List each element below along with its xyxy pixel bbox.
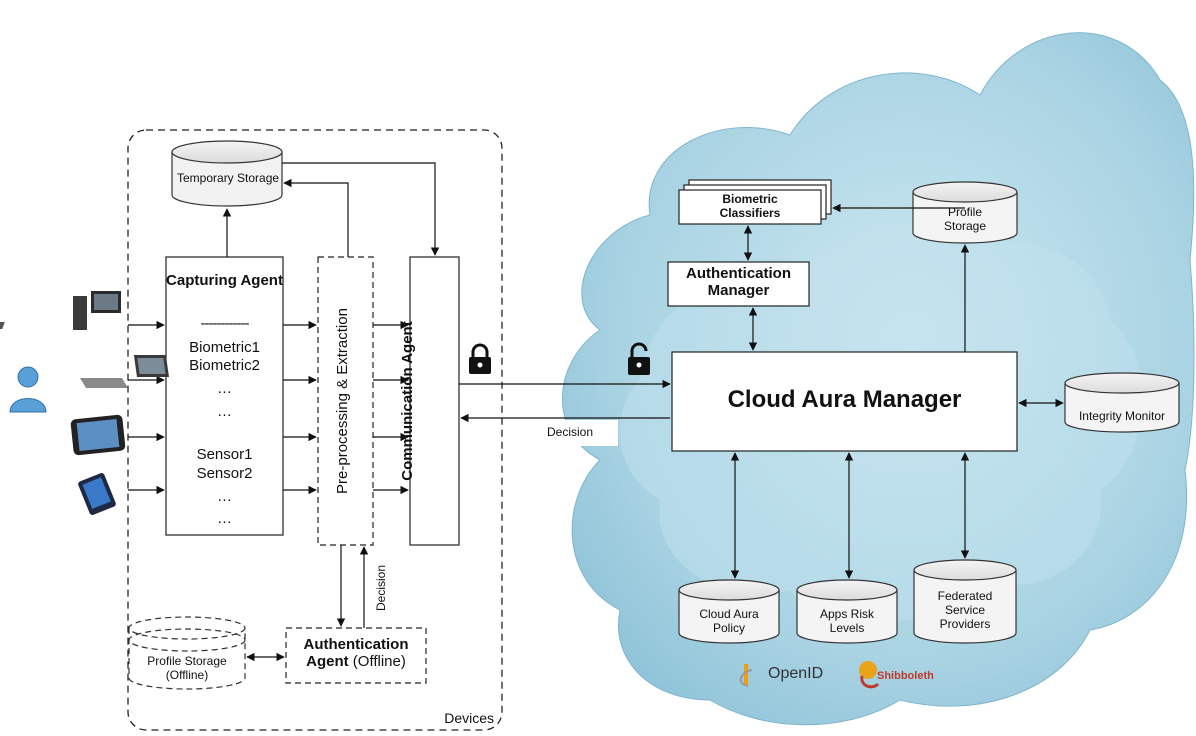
unlocked-padlock-icon [628,342,650,375]
profile-storage-label: Profile Storage [943,205,987,233]
openid-label: OpenID [768,665,824,682]
openid-logo-icon [739,664,753,687]
capturing-agent-line-8: … [217,510,232,527]
capturing-agent-divider: ------------ [200,315,250,332]
tablet-icon [70,414,126,456]
authentication-agent-box [285,627,427,684]
federated-service-providers-label: Federated Service Providers [937,589,993,631]
cloud-aura-manager-box [671,351,1018,452]
capturing-agent-line-3: … [217,380,232,397]
laptop-icon [80,355,169,388]
temporary-storage-cylinder [171,140,283,207]
federated-service-providers-cylinder [913,559,1017,644]
integrity-monitor-label: Integrity Monitor [1078,409,1166,423]
biometric-classifiers-label: Biometric Classifiers [719,192,781,220]
user-icon [9,366,47,413]
cloud-decision-label: Decision [546,425,594,439]
shibboleth-logo-icon [859,661,880,689]
capturing-agent-line-6: Sensor2 [196,465,253,482]
cloud-aura-manager-label: Cloud Aura Manager [727,386,962,413]
devices-container-label: Devices [444,710,494,726]
profile-storage-cylinder [912,181,1018,244]
desktop-computer-icon [0,291,121,330]
biometric-classifiers-stack [678,179,832,225]
communication-agent-label: Communication Agent [399,321,416,481]
authentication-manager-box [667,261,810,307]
preprocessing-label: Pre-processing & Extraction [334,308,351,494]
capturing-agent-line-5: Sensor1 [196,446,253,463]
smartphone-icon [78,472,116,516]
cloud-aura-policy-cylinder [678,579,780,644]
capturing-agent-line-4: … [217,403,232,420]
capturing-agent-line-1: Biometric1 [189,339,260,356]
offline-decision-label: Decision [374,564,388,612]
preprocessing-box [317,256,374,546]
apps-risk-levels-cylinder [796,579,898,644]
integrity-monitor-cylinder [1064,372,1180,433]
devices-container [127,129,503,731]
apps-risk-levels-label: Apps Risk Levels [819,607,875,635]
communication-agent-box [409,256,460,546]
locked-padlock-icon [469,343,491,374]
decision-label-bg [522,420,618,446]
shibboleth-label: Shibboleth [877,670,934,682]
capturing-agent-title: Capturing Agent [166,272,283,289]
capturing-agent-line-7: … [217,488,232,505]
capturing-agent-box [165,256,284,536]
device-arrows [128,162,671,662]
authentication-manager-label: Authentication Manager [686,265,791,300]
temporary-storage-label: Temporary Storage [177,171,280,185]
capturing-agent-line-2: Biometric2 [189,357,260,374]
authentication-agent-label: Authentication Agent (Offline) [303,636,409,671]
cloud-aura-policy-label: Cloud Aura Policy [699,607,759,635]
profile-storage-offline-label: Profile Storage (Offline) [147,654,227,682]
profile-storage-offline-cylinder [128,616,246,690]
cloud-arrows [730,203,1064,579]
